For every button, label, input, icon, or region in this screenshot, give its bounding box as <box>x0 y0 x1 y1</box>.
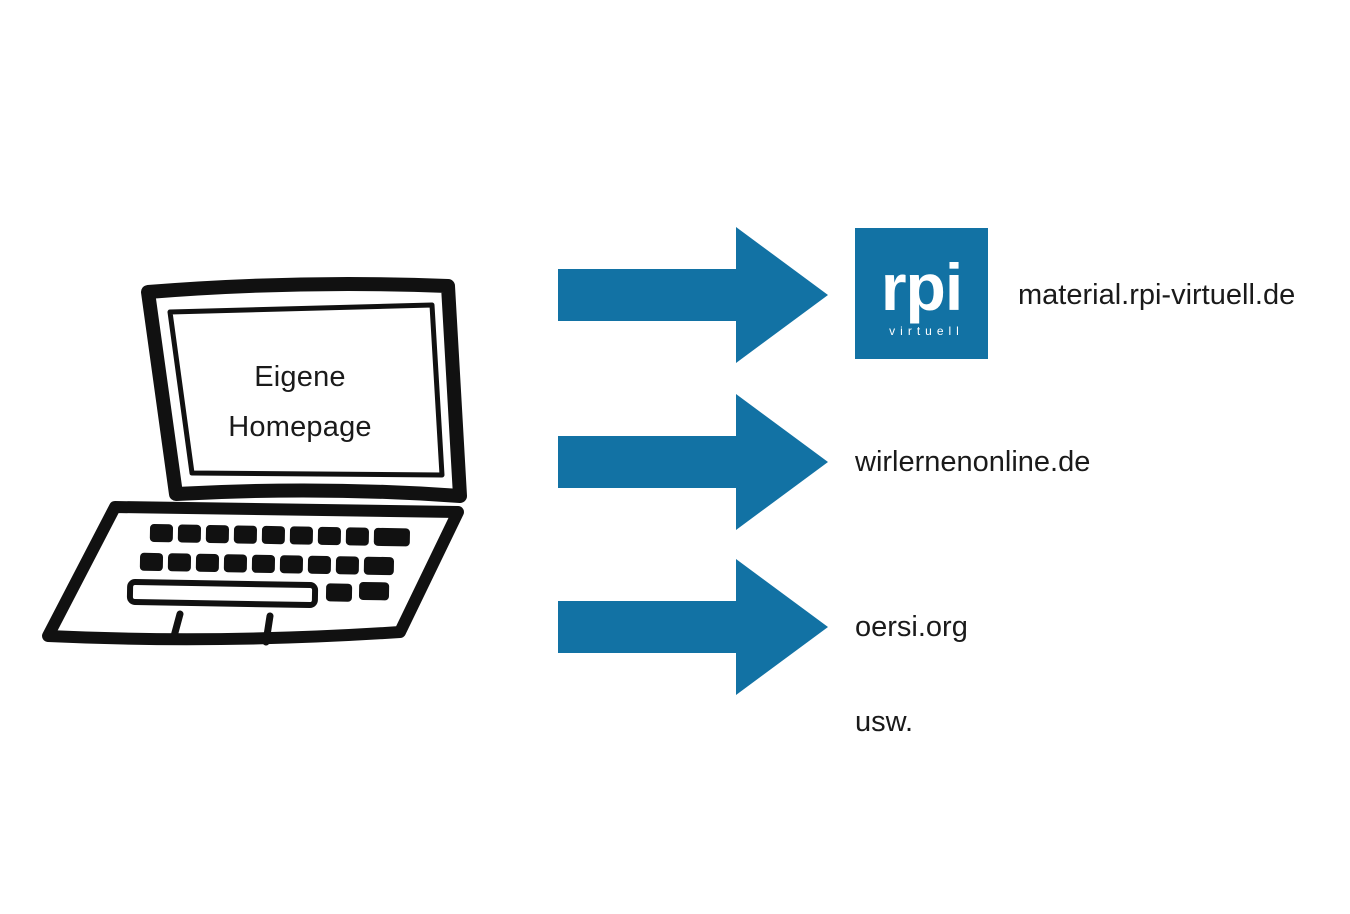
arrow-to-wirlernenonline <box>558 394 828 530</box>
laptop-screen-inner <box>167 302 445 478</box>
laptop-spacebar-row <box>126 578 390 609</box>
laptop-trackpad-lines <box>169 610 274 646</box>
rpi-logo-subtitle: virtuell <box>889 323 964 338</box>
arrow-to-rpi-virtuell <box>558 227 828 363</box>
rpi-logo-title: rpi <box>880 249 963 324</box>
laptop-keys-row1 <box>149 523 410 547</box>
target-label-oersi: oersi.org <box>855 611 968 643</box>
arrow-right-icon <box>558 394 828 530</box>
laptop-sketch-icon <box>42 277 467 646</box>
arrow-right-icon <box>558 227 828 363</box>
target-label-rpi-virtuell: material.rpi-virtuell.de <box>1018 279 1296 311</box>
target-label-wirlernenonline: wirlernenonline.de <box>855 446 1091 478</box>
rpi-virtuell-logo: rpi virtuell <box>855 228 988 359</box>
arrow-right-icon <box>558 559 828 695</box>
laptop-screen-label: Eigene Homepage <box>160 352 440 452</box>
arrow-to-oersi <box>558 559 828 695</box>
etc-label: usw. <box>855 706 914 738</box>
laptop-illustration: Eigene Homepage <box>30 270 480 660</box>
screen-label-line1: Eigene <box>254 361 346 393</box>
laptop-keys-row2 <box>139 552 394 576</box>
screen-label-line2: Homepage <box>228 411 372 443</box>
